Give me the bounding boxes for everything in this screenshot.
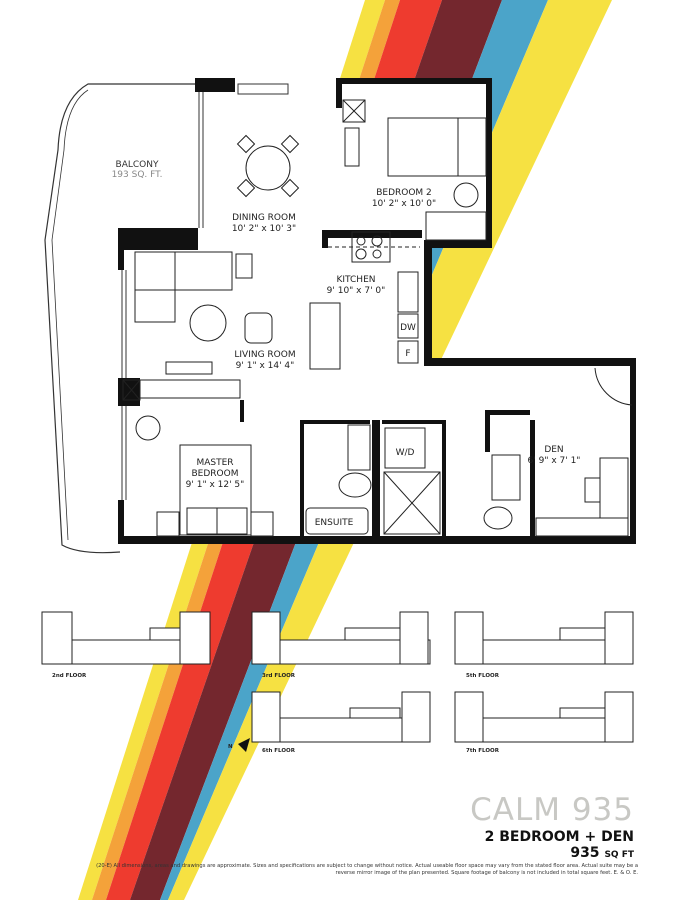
dishwasher — [397, 313, 419, 339]
den-label: DEN — [544, 445, 563, 455]
living-room-label: LIVING ROOM — [234, 350, 295, 360]
suite-area: 935 SQ FT — [570, 845, 634, 861]
suite-area-unit: SQ FT — [604, 850, 634, 860]
key-plate-5th-floor: 5th FLOOR — [454, 611, 634, 679]
key-plate-3rd-floor: 3rd FLOOR — [251, 611, 431, 679]
dining-table — [245, 145, 291, 191]
key-plate-label: 7th FLOOR — [466, 748, 500, 754]
suite-type: 2 BEDROOM + DEN — [484, 829, 634, 845]
kitchen-size: 9' 10" x 7' 0" — [327, 286, 386, 296]
ensuite-label: ENSUITE — [315, 518, 354, 528]
key-plate-label: 5th FLOOR — [466, 673, 500, 679]
bedroom2-size: 10' 2" x 10' 0" — [372, 199, 436, 209]
north-label: N — [228, 744, 233, 750]
key-plate-7th-floor: 7th FLOOR — [454, 691, 634, 754]
kitchen-label: KITCHEN — [337, 275, 376, 285]
master-bedroom-size: 9' 1" x 12' 5" — [186, 480, 245, 490]
key-plate-6th-floor: 6th FLOOR — [251, 691, 431, 754]
fridge — [397, 340, 419, 364]
dining-room-label: DINING ROOM — [232, 213, 296, 223]
washer-dryer-label: W/D — [396, 448, 415, 458]
key-plate-label: 3rd FLOOR — [262, 673, 296, 679]
master-bedroom-label-2: BEDROOM — [192, 469, 239, 479]
fridge-label: F — [405, 349, 410, 359]
key-plate-label: 2nd FLOOR — [52, 673, 87, 679]
suite-name: CALM 935 — [470, 792, 634, 828]
suite-area-value: 935 — [570, 845, 600, 861]
master-bedroom-label-1: MASTER — [196, 458, 233, 468]
master-bed — [179, 444, 252, 536]
balcony-area: 193 SQ. FT. — [112, 170, 163, 180]
disclaimer: (20-E) All dimensions, areas and drawing… — [96, 863, 638, 876]
walls — [118, 78, 636, 544]
north-arrow-icon — [238, 738, 250, 752]
north-arrow: N — [228, 738, 250, 752]
balcony-label: BALCONY — [116, 160, 159, 170]
furniture — [122, 99, 633, 537]
dining-room-size: 10' 2" x 10' 3" — [232, 224, 296, 234]
dishwasher-label: DW — [400, 323, 416, 333]
key-plate-2nd-floor: 2nd FLOOR — [41, 611, 211, 679]
living-room-size: 9' 1" x 14' 4" — [236, 361, 295, 371]
den-size: 6' 9" x 7' 1" — [528, 456, 581, 466]
key-plate-label: 6th FLOOR — [262, 748, 296, 754]
bedroom2-label: BEDROOM 2 — [376, 188, 432, 198]
